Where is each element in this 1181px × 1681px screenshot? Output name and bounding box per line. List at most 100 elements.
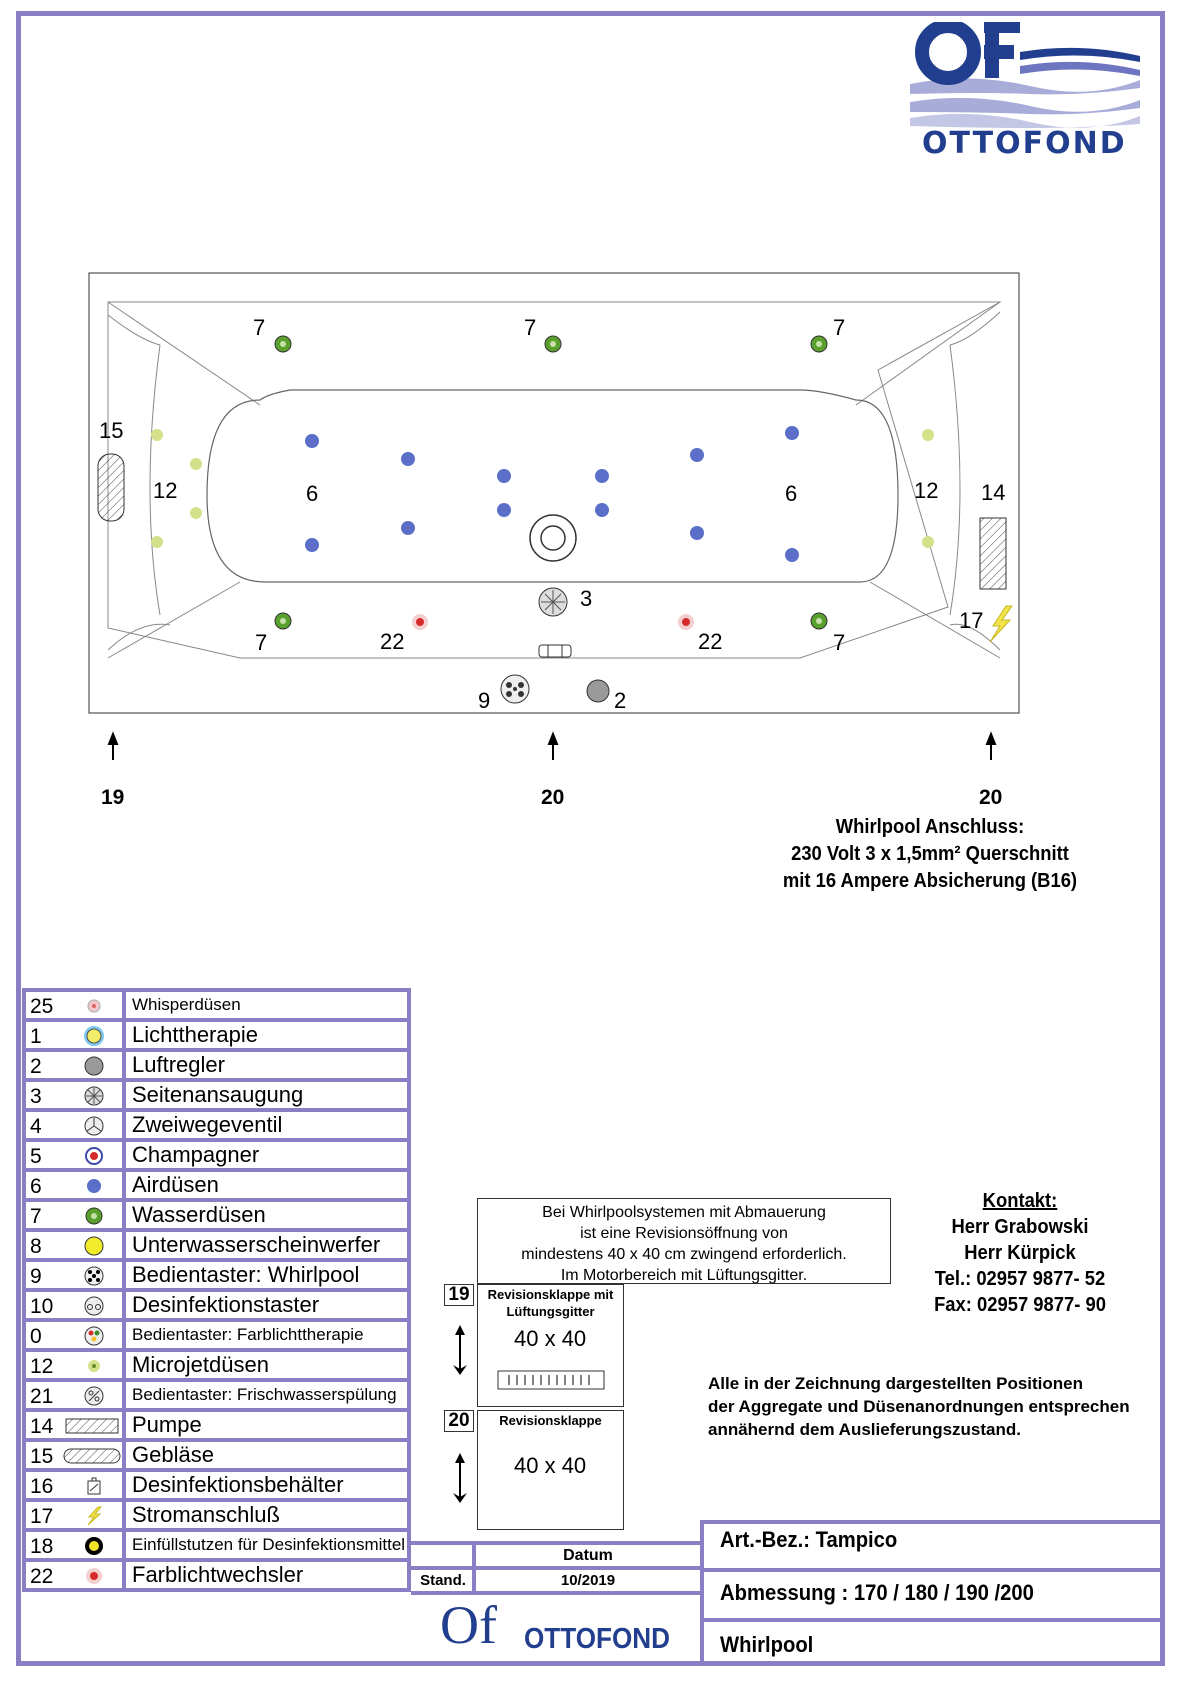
- legend-number: 18: [30, 1535, 54, 1558]
- drawing-frame: [16, 11, 1165, 1666]
- arrow-up-icon: [453, 1325, 467, 1375]
- air-regulator-icon: [84, 1056, 104, 1081]
- titleblock-rule: [411, 1566, 703, 1570]
- connection-line2: 230 Volt 3 x 1,5mm² Querschnitt: [791, 843, 1069, 865]
- legend-symbol-cell: 8: [22, 1228, 126, 1262]
- contact-person: Herr Grabowski: [951, 1216, 1089, 1238]
- arrow-20-right-icon: [985, 731, 997, 760]
- light-therapy-icon: [84, 1026, 104, 1051]
- drain-icon: [529, 514, 577, 562]
- revision-title-20: Revisionsklappe: [479, 1412, 622, 1429]
- ventilation-grille-icon: [497, 1370, 605, 1390]
- legend-symbol-cell: 15: [22, 1438, 126, 1472]
- legend-number: 2: [30, 1055, 42, 1078]
- remark-line: der Aggregate und Düsenanordnungen entsp…: [708, 1397, 1130, 1416]
- legend-symbol-cell: 3: [22, 1078, 126, 1112]
- label-water-jet-tl: 7: [253, 315, 266, 340]
- legend-symbol-cell: 5: [22, 1138, 126, 1172]
- label-air-jet-l: 6: [306, 481, 319, 506]
- legend-label: Bedientaster: Farblichttherapie: [122, 1318, 411, 1352]
- whisper-jet-icon: [84, 996, 104, 1021]
- legend-symbol-cell: 12: [22, 1348, 126, 1382]
- legend-label: Zweiwegeventil: [122, 1108, 411, 1142]
- legend-symbol-cell: 2: [22, 1048, 126, 1082]
- whirlpool-button-icon: [84, 1266, 104, 1291]
- label-color-changer-r: 22: [698, 629, 723, 654]
- label-microjet-l: 12: [153, 478, 178, 503]
- arrow-19-icon: [107, 731, 119, 760]
- label-blower: 15: [99, 418, 124, 443]
- legend-label: Bedientaster: Whirlpool: [122, 1258, 411, 1292]
- legend-row: 21 Bedientaster: Frischwasserspülung: [22, 1378, 411, 1412]
- disinfection-button-icon: [84, 1296, 104, 1321]
- revision-num-19: 19: [444, 1284, 474, 1306]
- legend-label: Bedientaster: Frischwasserspülung: [122, 1378, 411, 1412]
- contact-person: Herr Kürpick: [964, 1242, 1076, 1264]
- label-whirlpool-button: 9: [478, 688, 491, 713]
- note-line2: ist eine Revisionsöffnung von: [580, 1225, 788, 1242]
- blower-icon: [63, 1446, 121, 1471]
- label-color-changer-l: 22: [380, 629, 405, 654]
- product-type: Whirlpool: [720, 1632, 814, 1657]
- legend-row: 4 Zweiwegeventil: [22, 1108, 411, 1142]
- brand-name: OTTOFOND: [922, 126, 1127, 161]
- arrow-20-left-icon: [547, 731, 559, 760]
- arrow-up-icon: [453, 1453, 467, 1503]
- legend-symbol-cell: 6: [22, 1168, 126, 1202]
- legend-number: 8: [30, 1235, 42, 1258]
- legend-number: 6: [30, 1175, 42, 1198]
- champagne-icon: [84, 1146, 104, 1171]
- air-jet-icon: [305, 426, 799, 562]
- legend-row: 17 Stromanschluß: [22, 1498, 411, 1532]
- legend-label: Gebläse: [122, 1438, 411, 1472]
- whirlpool-button-icon: [500, 674, 530, 704]
- legend-label: Stromanschluß: [122, 1498, 411, 1532]
- color-changer-icon: [84, 1566, 104, 1591]
- two-way-valve-icon: [84, 1116, 104, 1141]
- contact-tel: Tel.: 02957 9877- 52: [934, 1268, 1106, 1290]
- contact-block: Kontakt: Herr Grabowski Herr Kürpick Tel…: [910, 1188, 1131, 1318]
- legend-symbol-cell: 17: [22, 1498, 126, 1532]
- legend-number: 10: [30, 1295, 54, 1318]
- blower-icon: [97, 453, 125, 522]
- revision-note: Bei Whirlpoolsystemen mit Abmauerung ist…: [477, 1198, 891, 1284]
- side-suction-icon: [84, 1086, 104, 1111]
- contact-fax: Fax: 02957 9877- 90: [934, 1294, 1106, 1316]
- legend-number: 17: [30, 1505, 54, 1528]
- legend-number: 21: [30, 1385, 54, 1408]
- overflow-icon: [538, 644, 572, 658]
- revision-size-19: 40 x 40: [514, 1326, 587, 1351]
- ottofond-logo: [910, 22, 1140, 128]
- revision-title-19: Revisionsklappe mit Lüftungsgitter: [479, 1286, 622, 1320]
- revision-box-20: [477, 1410, 624, 1530]
- legend-number: 14: [30, 1415, 54, 1438]
- legend-label: Airdüsen: [122, 1168, 411, 1202]
- legend-number: 4: [30, 1115, 42, 1138]
- legend-number: 5: [30, 1145, 42, 1168]
- contact-heading: Kontakt:: [982, 1190, 1058, 1212]
- legend-label: Seitenansaugung: [122, 1078, 411, 1112]
- legend-label: Pumpe: [122, 1408, 411, 1442]
- remark-line: Alle in der Zeichnung dargestellten Posi…: [708, 1374, 1083, 1393]
- legend-symbol-cell: 21: [22, 1378, 126, 1412]
- datum-label: Datum: [563, 1547, 613, 1564]
- legend-row: 15 Gebläse: [22, 1438, 411, 1472]
- legend-number: 15: [30, 1445, 54, 1468]
- legend-label: Desinfektionsbehälter: [122, 1468, 411, 1502]
- label-water-jet-br: 7: [833, 630, 846, 655]
- revision-size-20: 40 x 40: [514, 1453, 587, 1478]
- legend-symbol-cell: 10: [22, 1288, 126, 1322]
- legend-label: Desinfektionstaster: [122, 1288, 411, 1322]
- connection-line3: mit 16 Ampere Absicherung (B16): [782, 870, 1078, 892]
- dimensions: Abmessung : 170 / 180 / 190 /200: [720, 1580, 1034, 1605]
